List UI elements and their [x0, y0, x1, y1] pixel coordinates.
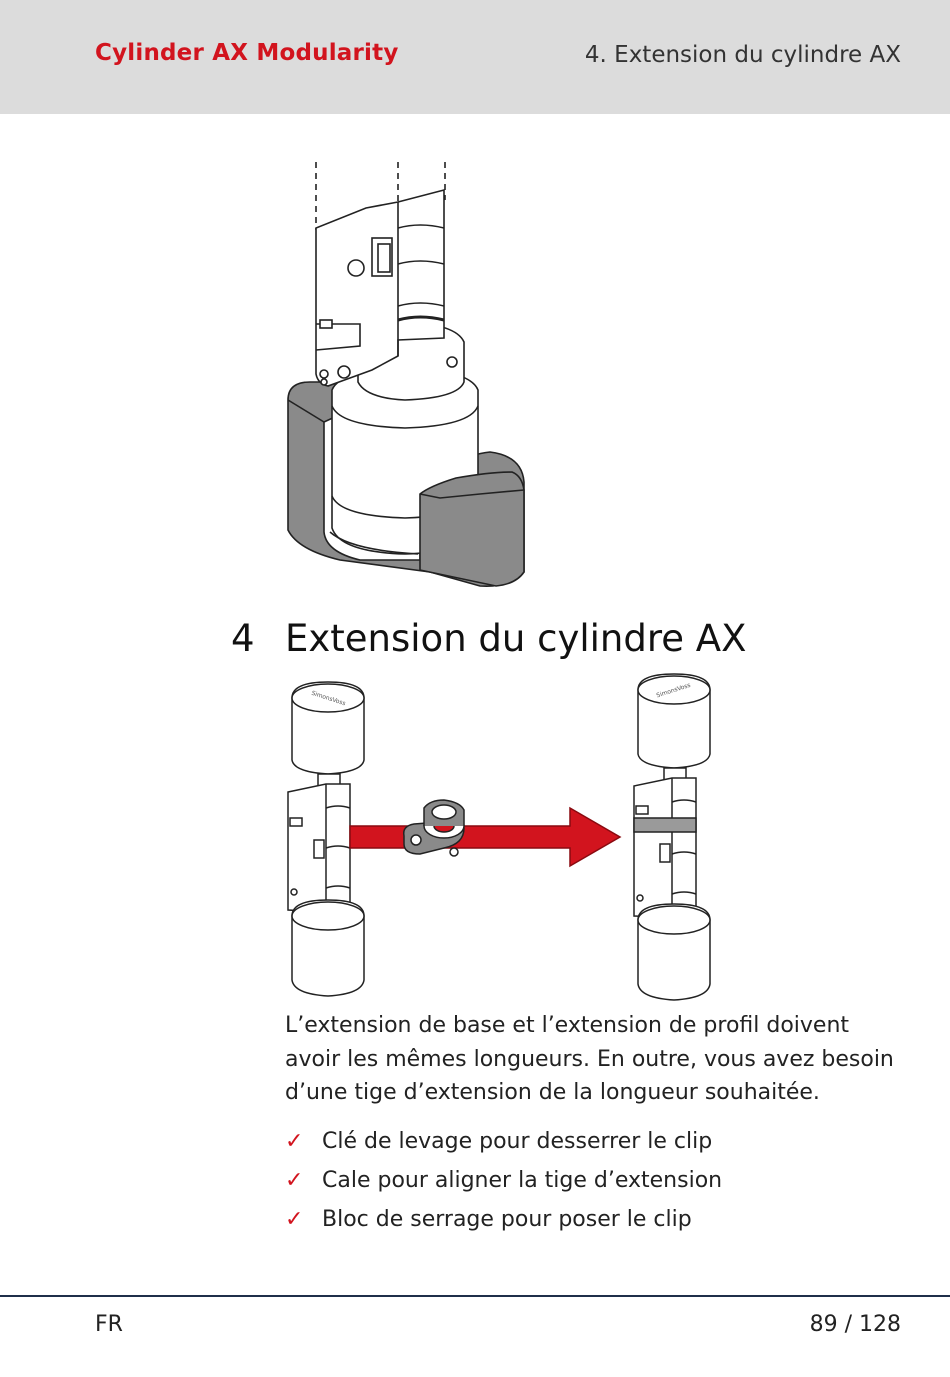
footer-language: FR — [95, 1312, 123, 1337]
list-item-text: Clé de levage pour desserrer le clip — [322, 1129, 713, 1154]
cylinder-clip-holder-illustration — [287, 162, 525, 588]
footer-page-number: 89 / 128 — [809, 1312, 901, 1337]
checkmark-icon: ✓ — [285, 1207, 304, 1232]
header-chapter: 4. Extension du cylindre AX — [584, 42, 901, 68]
checkmark-icon: ✓ — [285, 1129, 304, 1154]
list-item-text: Bloc de serrage pour poser le clip — [322, 1207, 692, 1232]
section-heading: 4 Extension du cylindre AX — [231, 617, 746, 660]
list-item: ✓ Clé de levage pour desserrer le clip — [285, 1122, 905, 1161]
cylinder-extension-illustration: SimonsVoss SimonsVoss — [287, 673, 711, 1001]
list-item-text: Cale pour aligner la tige d’extension — [322, 1168, 723, 1193]
list-item: ✓ Cale pour aligner la tige d’extension — [285, 1161, 905, 1200]
checklist: ✓ Clé de levage pour desserrer le clip ✓ C… — [285, 1122, 905, 1239]
footer-divider — [0, 1295, 950, 1297]
checkmark-icon: ✓ — [285, 1168, 304, 1193]
header-brand: Cylinder AX Modularity — [95, 40, 399, 66]
list-item: ✓ Bloc de serrage pour poser le clip — [285, 1200, 905, 1239]
section-number: 4 — [231, 617, 255, 660]
section-title: Extension du cylindre AX — [285, 617, 747, 660]
page-header: Cylinder AX Modularity 4. Extension du c… — [0, 0, 950, 114]
body-paragraph: L’extension de base et l’extension de pr… — [285, 1013, 894, 1105]
